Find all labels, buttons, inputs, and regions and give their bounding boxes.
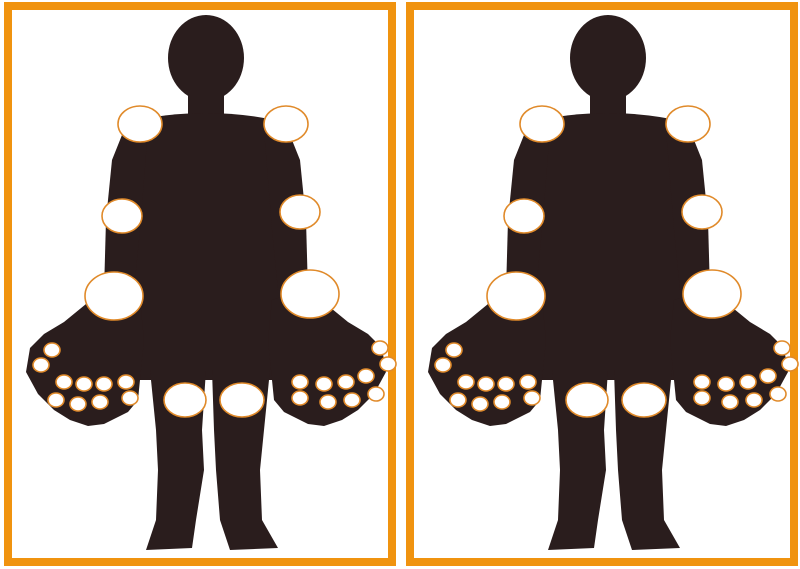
pip-right-5[interactable]	[770, 387, 786, 401]
right-homunculus-panel	[410, 6, 798, 562]
mcp-left-3[interactable]	[96, 377, 112, 391]
thumb-ip-left-joint[interactable]	[446, 343, 462, 357]
pip-left-4[interactable]	[70, 397, 86, 411]
thumb-ip-right-joint[interactable]	[372, 341, 388, 355]
mcp-left-2[interactable]	[118, 375, 134, 389]
wrist-left-joint[interactable]	[85, 272, 143, 320]
shoulder-left-joint[interactable]	[520, 106, 564, 142]
pip-right-4[interactable]	[746, 393, 762, 407]
mcp-left-4[interactable]	[76, 377, 92, 391]
mcp-right-2[interactable]	[694, 375, 710, 389]
pip-left-5[interactable]	[48, 393, 64, 407]
mcp-right-5[interactable]	[760, 369, 776, 383]
mcp-right-3[interactable]	[316, 377, 332, 391]
elbow-left-joint[interactable]	[504, 199, 544, 233]
elbow-right-joint[interactable]	[682, 195, 722, 229]
mcp-right-2[interactable]	[292, 375, 308, 389]
mcp-left-3[interactable]	[498, 377, 514, 391]
pip-right-3[interactable]	[320, 395, 336, 409]
pip-right-5[interactable]	[368, 387, 384, 401]
mcp-right-4[interactable]	[740, 375, 756, 389]
pip-left-5[interactable]	[450, 393, 466, 407]
wrist-right-joint[interactable]	[281, 270, 339, 318]
pip-left-3[interactable]	[494, 395, 510, 409]
left-homunculus-panel	[8, 6, 396, 562]
thumb-mcp-right-joint[interactable]	[380, 357, 396, 371]
thumb-mcp-left-joint[interactable]	[33, 358, 49, 372]
pip-right-3[interactable]	[722, 395, 738, 409]
elbow-left-joint[interactable]	[102, 199, 142, 233]
thumb-mcp-left-joint[interactable]	[435, 358, 451, 372]
shoulder-right-joint[interactable]	[264, 106, 308, 142]
mcp-left-4[interactable]	[478, 377, 494, 391]
knee-left-joint[interactable]	[566, 383, 608, 417]
thumb-mcp-right-joint[interactable]	[782, 357, 798, 371]
pip-left-2[interactable]	[524, 391, 540, 405]
elbow-right-joint[interactable]	[280, 195, 320, 229]
knee-right-joint[interactable]	[220, 383, 264, 417]
pip-left-4[interactable]	[472, 397, 488, 411]
mcp-right-3[interactable]	[718, 377, 734, 391]
shoulder-left-joint[interactable]	[118, 106, 162, 142]
mcp-left-5[interactable]	[458, 375, 474, 389]
thumb-ip-right-joint[interactable]	[774, 341, 790, 355]
wrist-left-joint[interactable]	[487, 272, 545, 320]
knee-right-joint[interactable]	[622, 383, 666, 417]
pip-right-2[interactable]	[694, 391, 710, 405]
pip-left-3[interactable]	[92, 395, 108, 409]
mcp-left-2[interactable]	[520, 375, 536, 389]
wrist-right-joint[interactable]	[683, 270, 741, 318]
mcp-left-5[interactable]	[56, 375, 72, 389]
mcp-right-4[interactable]	[338, 375, 354, 389]
shoulder-right-joint[interactable]	[666, 106, 710, 142]
pip-right-4[interactable]	[344, 393, 360, 407]
pip-right-2[interactable]	[292, 391, 308, 405]
knee-left-joint[interactable]	[164, 383, 206, 417]
mcp-right-5[interactable]	[358, 369, 374, 383]
pip-left-2[interactable]	[122, 391, 138, 405]
thumb-ip-left-joint[interactable]	[44, 343, 60, 357]
